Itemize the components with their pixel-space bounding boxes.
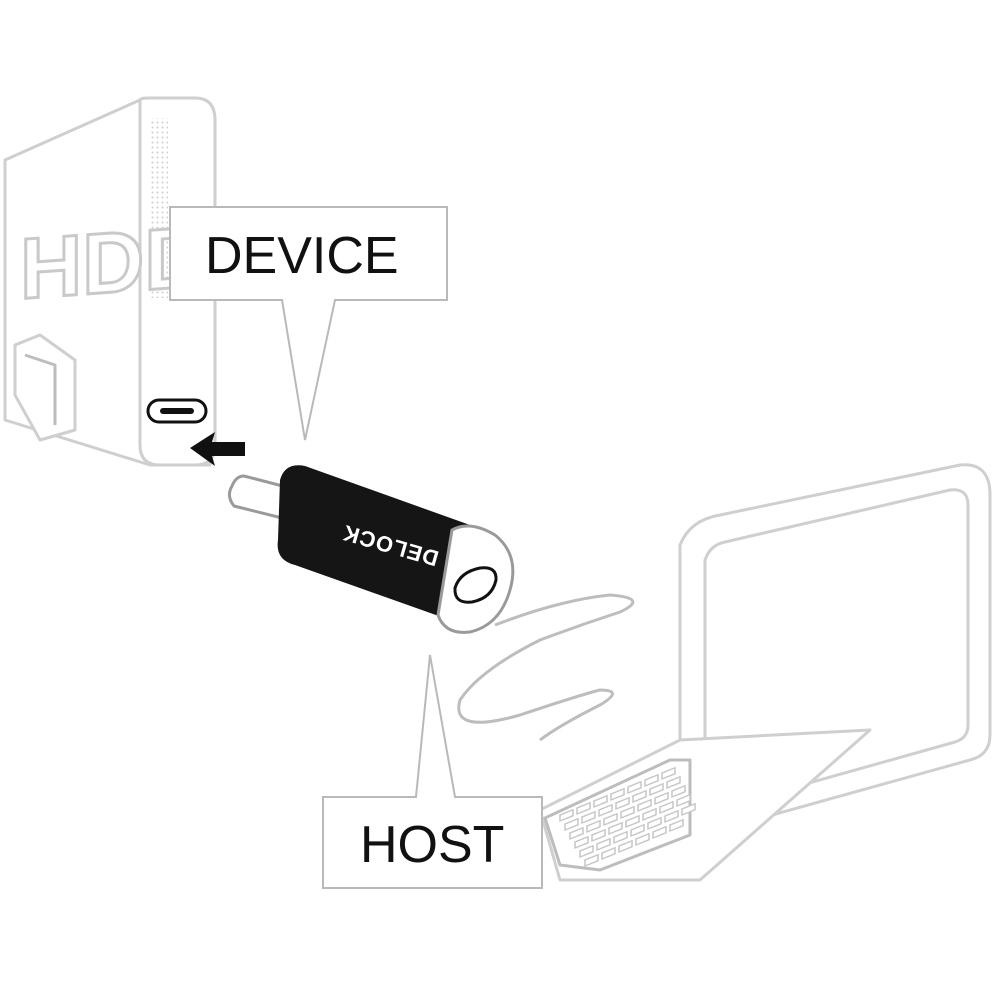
laptop [538,463,992,882]
device-label: DEVICE [205,227,399,285]
device-callout: DEVICE [169,206,448,441]
keyboard-key [625,814,640,829]
vent-grille [150,118,168,298]
usb-cable [457,593,635,742]
usb-c-port-icon [146,398,208,424]
keyboard-key [635,832,650,847]
keyboard-key [569,826,584,841]
keyboard-key [647,816,662,831]
host-callout: HOST [322,654,543,889]
keyboard-key [596,837,611,852]
keyboard-key [642,807,657,822]
keyboard-key [613,830,628,845]
keyboard-key [559,808,574,823]
keyboard-key [598,803,613,818]
keyboard-key [608,821,623,836]
keyboard [543,758,696,872]
keyboard-key [632,789,647,804]
host-label: HOST [360,816,504,874]
keyboard-key [637,798,652,813]
keyboard-key [618,839,633,854]
keyboard-key [627,780,642,795]
keyboard-key [620,805,635,820]
keyboard-key [579,844,594,859]
keyboard-key [615,796,630,811]
keyboard-key [586,819,601,834]
usb-adapter: DELOCK [227,465,515,634]
keyboard-key [593,794,608,809]
keyboard-key [666,775,681,790]
keyboard-key [574,835,589,850]
insert-arrow-icon [190,432,245,466]
keyboard-key [671,784,686,799]
keyboard-key [601,846,616,861]
keyboard-key [661,766,676,781]
keyboard-key [576,801,591,816]
keyboard-key [564,817,579,832]
keyboard-key [676,793,691,808]
keyboard-key [603,812,618,827]
keyboard-key [664,809,679,824]
keyboard-key [654,791,669,806]
keyboard-key [681,802,696,817]
keyboard-key [581,810,596,825]
keyboard-key [630,823,645,838]
keyboard-key [644,773,659,788]
keyboard-key [652,825,667,840]
keyboard-key [659,800,674,815]
keyboard-key [669,818,684,833]
keyboard-key [591,828,606,843]
keyboard-key [610,787,625,802]
micro-usb-port-icon [453,566,498,604]
keyboard-key [584,853,599,868]
keyboard-key [649,782,664,797]
